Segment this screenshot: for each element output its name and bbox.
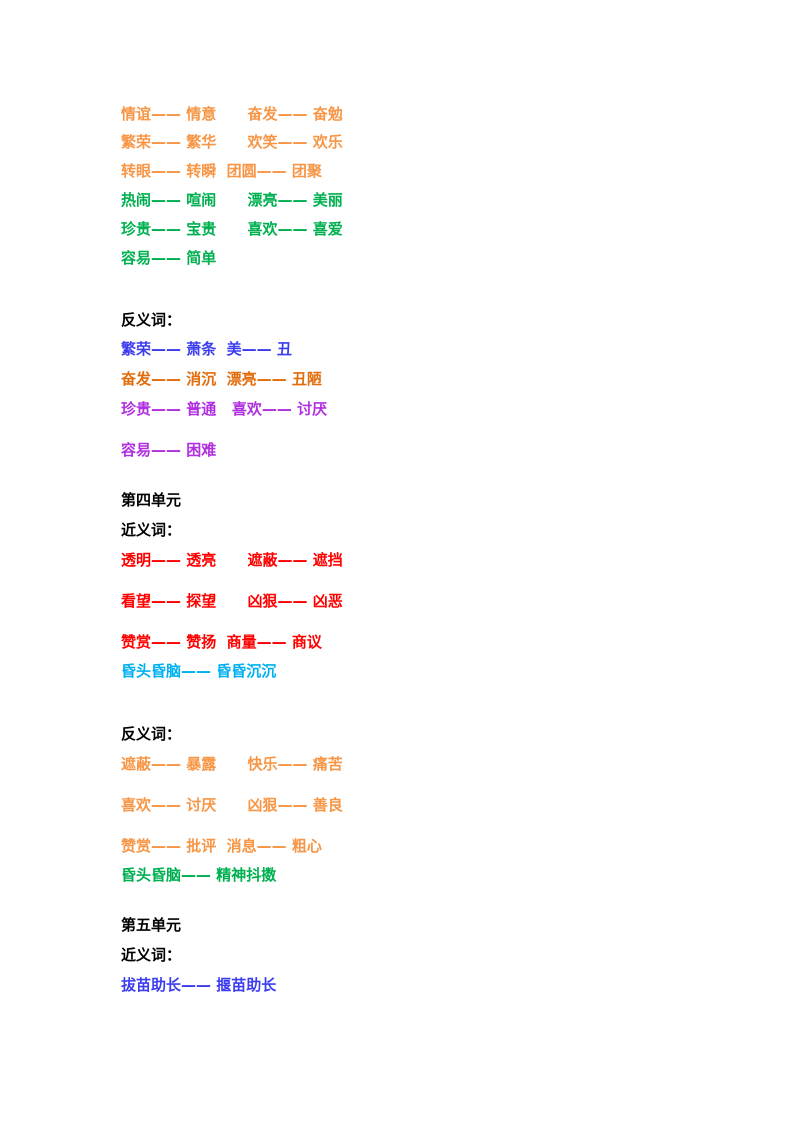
synonym-line: 容易—— 简单 <box>121 249 217 267</box>
section-heading-synonyms: 近义词： <box>121 521 182 539</box>
synonym-line: 看望—— 探望 凶狠—— 凶恶 <box>121 592 343 610</box>
antonym-line: 赞赏—— 批评 消息—— 粗心 <box>121 837 322 855</box>
synonym-line: 昏头昏脑—— 昏昏沉沉 <box>121 662 277 680</box>
synonym-line: 转眼—— 转瞬 团圆—— 团聚 <box>121 162 322 180</box>
synonym-line: 繁荣—— 繁华 欢笑—— 欢乐 <box>121 133 343 151</box>
synonym-line: 赞赏—— 赞扬 商量—— 商议 <box>121 633 322 651</box>
antonym-line: 遮蔽—— 暴露 快乐—— 痛苦 <box>121 755 343 773</box>
synonym-line: 珍贵—— 宝贵 喜欢—— 喜爱 <box>121 220 343 238</box>
antonym-line: 昏头昏脑—— 精神抖擞 <box>121 866 277 884</box>
unit-heading: 第五单元 <box>121 916 182 934</box>
synonym-line: 情谊—— 情意 奋发—— 奋勉 <box>121 105 343 123</box>
antonym-line: 繁荣—— 萧条 美—— 丑 <box>121 340 292 358</box>
section-heading-antonyms: 反义词： <box>121 725 182 743</box>
synonym-line: 热闹—— 喧闹 漂亮—— 美丽 <box>121 191 343 209</box>
antonym-line: 喜欢—— 讨厌 凶狠—— 善良 <box>121 796 343 814</box>
synonym-line: 透明—— 透亮 遮蔽—— 遮挡 <box>121 551 343 569</box>
unit-heading: 第四单元 <box>121 491 182 509</box>
section-heading-synonyms: 近义词： <box>121 946 182 964</box>
synonym-line: 拔苗助长—— 揠苗助长 <box>121 976 277 994</box>
antonym-line: 容易—— 困难 <box>121 441 217 459</box>
section-heading-antonyms: 反义词： <box>121 311 182 329</box>
antonym-line: 奋发—— 消沉 漂亮—— 丑陋 <box>121 370 322 388</box>
antonym-line: 珍贵—— 普通 喜欢—— 讨厌 <box>121 400 328 418</box>
